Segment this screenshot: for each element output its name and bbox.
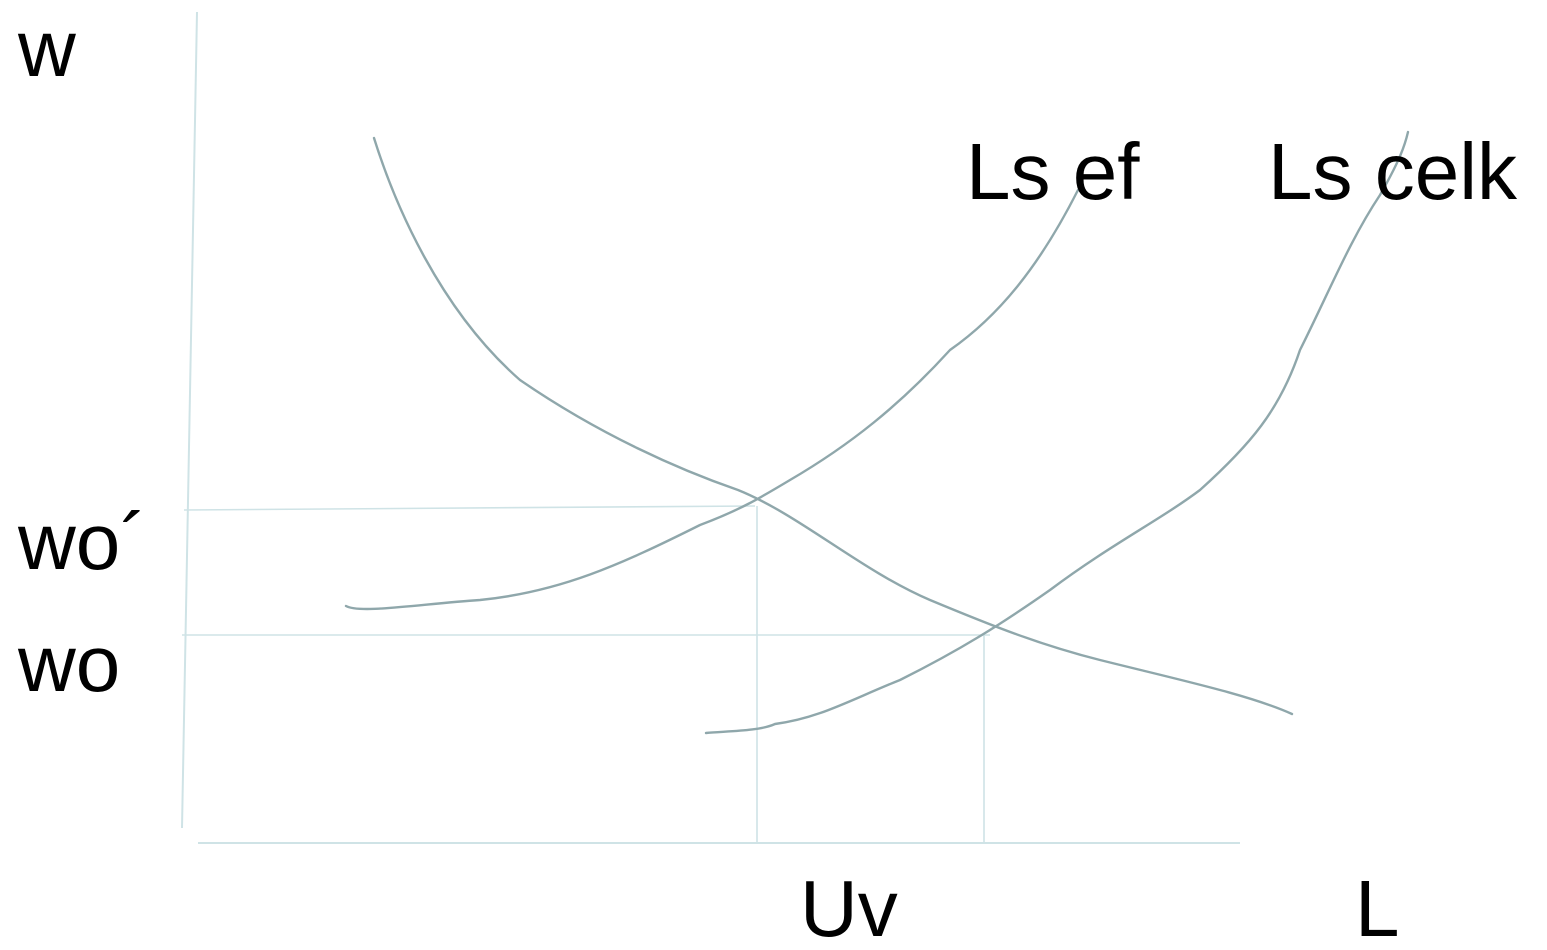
x-axis-label: L — [1355, 864, 1400, 950]
supply-total-label: Ls celk — [1268, 127, 1518, 216]
y-axis-line — [181, 11, 198, 829]
labor-demand-curve — [372, 136, 1294, 716]
supply-total-curve — [704, 130, 1410, 735]
wage-high-label: wo´ — [17, 497, 147, 586]
wage-low-label: wo — [17, 619, 120, 708]
y-axis-label: w — [17, 4, 76, 93]
supply-effective-label: Ls ef — [966, 127, 1140, 216]
supply-effective-curve — [344, 188, 1080, 611]
unemployment-label: Uv — [800, 864, 898, 950]
guide-wage-high — [183, 505, 756, 511]
